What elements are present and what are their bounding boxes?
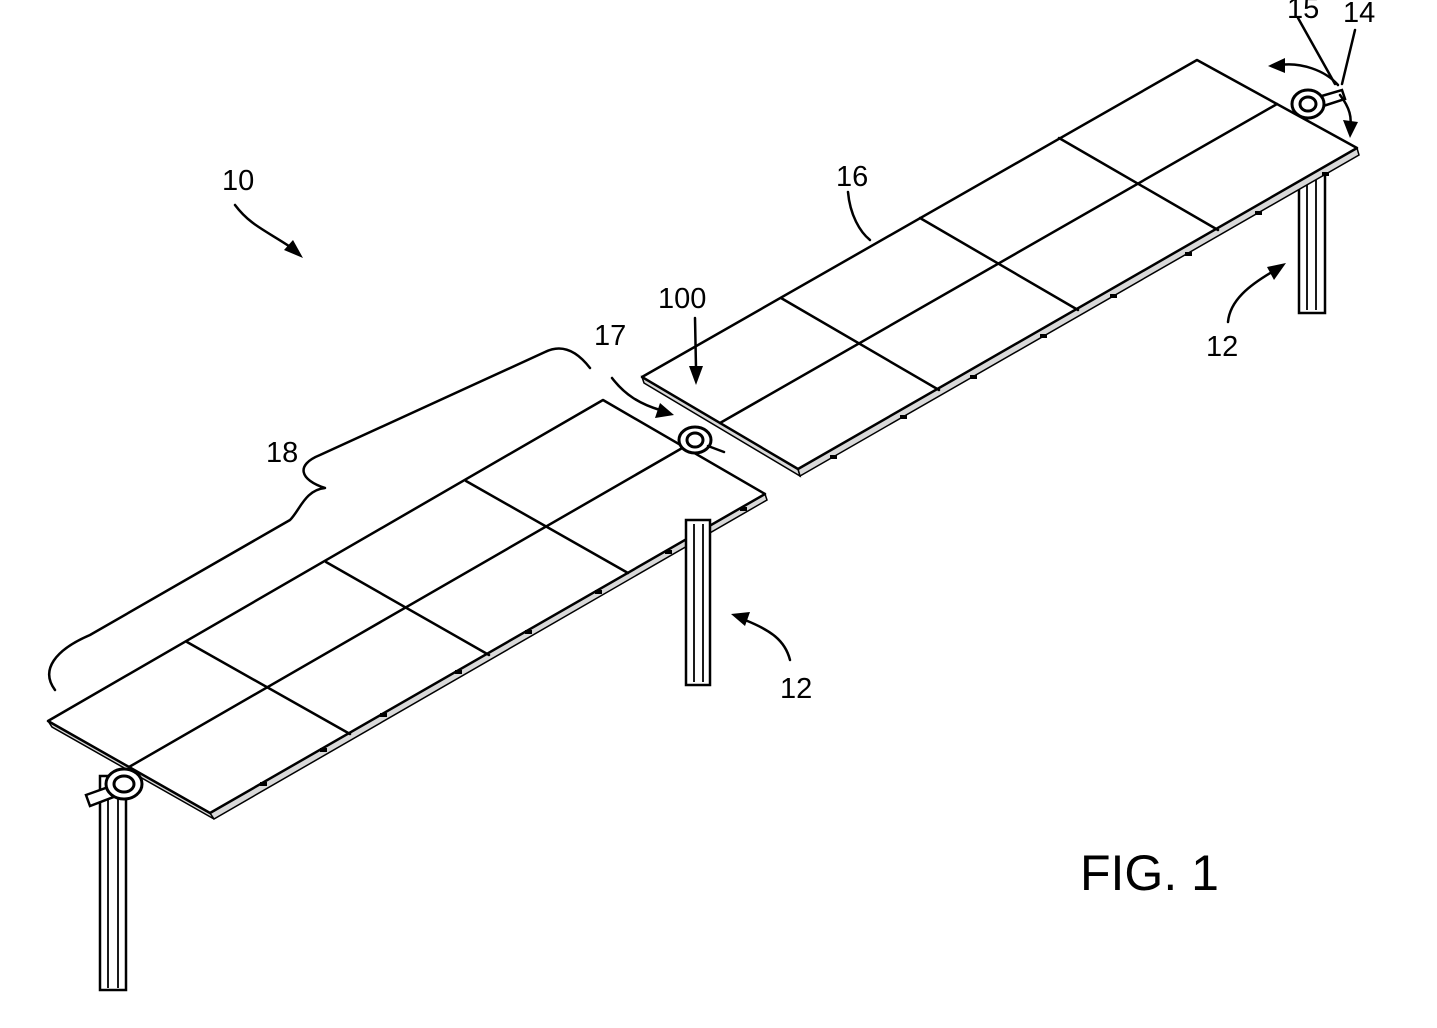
- right-bearing: [1292, 90, 1345, 118]
- figure-caption: FIG. 1: [1080, 845, 1219, 901]
- label-shaft: 14: [1343, 0, 1375, 29]
- coupling-bearing: [679, 427, 724, 453]
- middle-support-post: [686, 520, 710, 685]
- right-panel-row: [642, 60, 1359, 476]
- label-interface: 100: [658, 283, 706, 315]
- label-rotation: 15: [1287, 0, 1319, 25]
- label-support-middle: 12: [780, 673, 812, 705]
- right-panel-grid: [720, 104, 1277, 423]
- label-support-right: 12: [1206, 331, 1238, 363]
- left-panel-row: [48, 400, 767, 990]
- label-coupling: 17: [594, 320, 626, 352]
- right-support-arrow: [1228, 263, 1286, 322]
- system-arrow: [235, 205, 303, 258]
- label-row-18: 18: [266, 437, 298, 469]
- middle-support-arrow: [731, 612, 790, 660]
- label-row-16: 16: [836, 161, 868, 193]
- left-support-post: [100, 776, 126, 990]
- row-16-leader: [848, 192, 870, 240]
- label-system: 10: [222, 165, 254, 197]
- left-panel-grid: [129, 447, 684, 767]
